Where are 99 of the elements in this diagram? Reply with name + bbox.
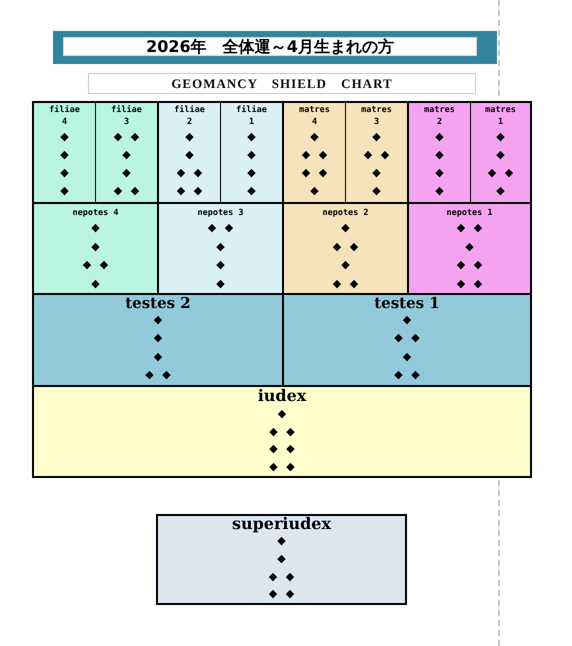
- figure-name: nepotes 3: [197, 207, 244, 219]
- figure-dots: ◆: [496, 183, 505, 199]
- figure-name: nepotes 2: [322, 207, 369, 219]
- figure-name: filiae 1: [236, 104, 267, 128]
- figure-dots: ◆: [247, 183, 256, 199]
- figure-dots: ◆ ◆: [364, 147, 390, 163]
- figure-cell: [345, 101, 407, 202]
- figure-dots: ◆ ◆: [302, 165, 328, 181]
- figure-dots: ◆ ◆: [394, 330, 420, 346]
- figure-name: matres 3: [361, 104, 392, 128]
- figure-dots: ◆ ◆: [488, 165, 514, 181]
- figure-name: matres 1: [485, 104, 516, 128]
- figure-cell: [32, 293, 282, 385]
- figure-dots: ◆ ◆: [114, 183, 140, 199]
- figure-dots: ◆: [60, 129, 69, 145]
- figure-dots: ◆ ◆: [456, 257, 482, 273]
- figure-name: filiae 3: [111, 104, 142, 128]
- figure-dots: ◆: [402, 348, 412, 365]
- figure-dots: ◆: [310, 183, 319, 199]
- figure-name: filiae 2: [174, 104, 205, 128]
- figure-dots: ◆ ◆: [176, 165, 202, 181]
- figure-name: matres 2: [424, 104, 455, 128]
- figure-name: filiae 4: [49, 104, 80, 128]
- figure-dots: ◆ ◆: [268, 568, 294, 585]
- figure-cell: [32, 101, 95, 202]
- figure-dots: ◆: [122, 147, 131, 163]
- figure-dots: ◆ ◆: [456, 220, 482, 236]
- figure-dots: ◆ ◆: [394, 366, 420, 383]
- figure-cell: [282, 101, 345, 202]
- figure-dots: ◆: [341, 220, 350, 236]
- figure-dots: ◆: [185, 129, 194, 145]
- chart-subtitle: GEOMANCY SHIELD CHART: [171, 75, 393, 93]
- figure-panel: [156, 514, 407, 605]
- figure-dots: ◆: [91, 276, 100, 292]
- figure-cell: [282, 202, 407, 293]
- figure-dots: ◆ ◆: [302, 147, 328, 163]
- figure-dots: ◆ ◆: [269, 459, 295, 476]
- figure-dots: ◆: [60, 165, 69, 181]
- figure-cell: [220, 101, 282, 202]
- figure-dots: ◆: [277, 533, 286, 549]
- figure-dots: ◆: [122, 165, 131, 181]
- figure-dots: ◆: [60, 147, 69, 163]
- figure-dots: ◆ ◆: [269, 424, 295, 440]
- figure-dots: ◆: [496, 147, 505, 163]
- figure-dots: ◆ ◆: [114, 129, 140, 145]
- figure-dots: ◆: [185, 147, 194, 163]
- figure-dots: ◆: [154, 330, 162, 346]
- figure-dots: ◆: [247, 129, 256, 145]
- figure-dots: ◆: [372, 129, 381, 145]
- figure-cell: [157, 202, 282, 293]
- figure-dots: ◆: [435, 165, 444, 181]
- figure-dots: ◆: [216, 276, 225, 292]
- figure-dots: ◆: [341, 257, 350, 273]
- figure-name: nepotes 4: [72, 207, 119, 219]
- figure-cell: [407, 101, 470, 202]
- figure-name: nepotes 1: [446, 207, 493, 219]
- figure-dots: ◆: [154, 312, 162, 328]
- figure-cell: [470, 101, 532, 202]
- figure-dots: ◆: [278, 406, 286, 422]
- figure-dots: ◆ ◆: [332, 238, 358, 254]
- figure-dots: ◆ ◆: [268, 586, 294, 602]
- chart-title: 2026年 全体運～4月生まれの方: [63, 37, 477, 56]
- figure-dots: ◆: [216, 238, 225, 254]
- figure-cell: [282, 293, 532, 385]
- figure-cell: [407, 202, 532, 293]
- figure-dots: ◆: [247, 165, 256, 181]
- figure-dots: ◆: [310, 129, 319, 145]
- figure-cell: [157, 101, 220, 202]
- figure-dots: ◆ ◆: [269, 441, 295, 458]
- figure-dots: ◆: [216, 257, 225, 273]
- figure-dots: ◆: [435, 183, 444, 199]
- figure-dots: ◆ ◆: [332, 276, 358, 292]
- figure-dots: ◆ ◆: [176, 183, 202, 199]
- figure-dots: ◆: [91, 238, 100, 254]
- figure-dots: ◆: [435, 129, 444, 145]
- figure-dots: ◆: [247, 147, 256, 163]
- figure-dots: ◆: [154, 348, 162, 365]
- figure-dots: ◆: [435, 147, 444, 163]
- figure-dots: ◆ ◆: [456, 276, 482, 292]
- figure-dots: ◆: [372, 165, 381, 181]
- figure-name: iudex: [258, 387, 306, 405]
- figure-dots: ◆: [465, 238, 474, 254]
- figure-cell: [95, 101, 157, 202]
- figure-cell: [32, 202, 157, 293]
- figure-dots: ◆: [91, 220, 100, 236]
- figure-name: testes 1: [374, 295, 440, 311]
- figure-dots: ◆ ◆: [82, 257, 108, 273]
- figure-dots: ◆ ◆: [208, 220, 234, 236]
- figure-dots: ◆: [277, 550, 286, 567]
- subtitle-banner: [88, 73, 476, 94]
- figure-dots: ◆ ◆: [145, 366, 171, 383]
- figure-dots: ◆: [372, 183, 381, 199]
- figure-name: testes 2: [125, 295, 191, 311]
- figure-dots: ◆: [402, 312, 412, 328]
- figure-name: superiudex: [232, 516, 332, 532]
- figure-dots: ◆: [60, 183, 69, 199]
- figure-cell: [32, 385, 532, 478]
- figure-name: matres 4: [299, 104, 330, 128]
- figure-dots: ◆: [496, 129, 505, 145]
